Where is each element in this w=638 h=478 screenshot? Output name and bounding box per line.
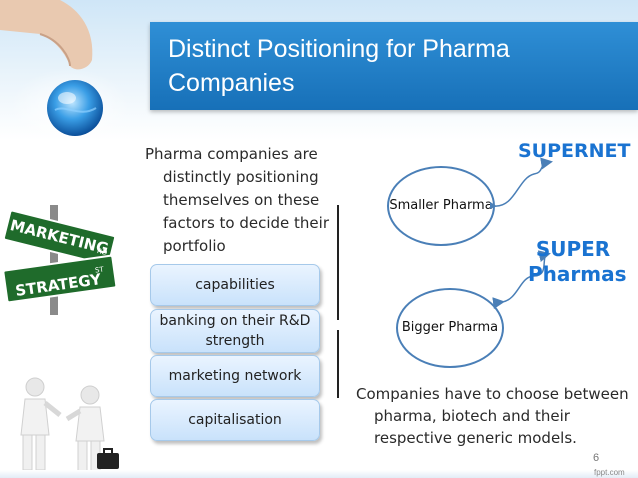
super-pharmas-label-line2: Pharmas <box>528 262 627 286</box>
supernet-label: SUPERNET <box>518 140 631 162</box>
factor-box-rnd: banking on their R&D strength <box>150 309 320 353</box>
factor-box-capitalisation: capitalisation <box>150 399 320 441</box>
brand-watermark: fppt.com <box>594 468 625 477</box>
factor-box-marketing-network: marketing network <box>150 355 320 397</box>
oval-smaller-pharma: Smaller Pharma <box>387 166 495 246</box>
page-number: 6 <box>593 452 600 464</box>
intro-paragraph: Pharma companies are distinctly position… <box>145 145 329 255</box>
sign-st-suffix: ST <box>94 265 105 275</box>
conclusion-text: Companies have to choose between pharma,… <box>356 385 629 447</box>
hand-with-globe-image <box>0 0 130 148</box>
factor-box-capabilities: capabilities <box>150 264 320 306</box>
oval-bigger-pharma: Bigger Pharma <box>396 288 504 368</box>
super-pharmas-label-line1: SUPER <box>535 237 611 261</box>
street-signs-image <box>2 205 118 315</box>
slide-title: Distinct Positioning for Pharma Companie… <box>168 35 510 97</box>
divider-upper <box>337 205 339 320</box>
connector-arrows <box>490 157 553 310</box>
footer-bar <box>0 470 638 478</box>
divider-lower <box>337 330 339 398</box>
businessmen-figures-image <box>20 377 119 474</box>
title-bar <box>150 22 638 110</box>
